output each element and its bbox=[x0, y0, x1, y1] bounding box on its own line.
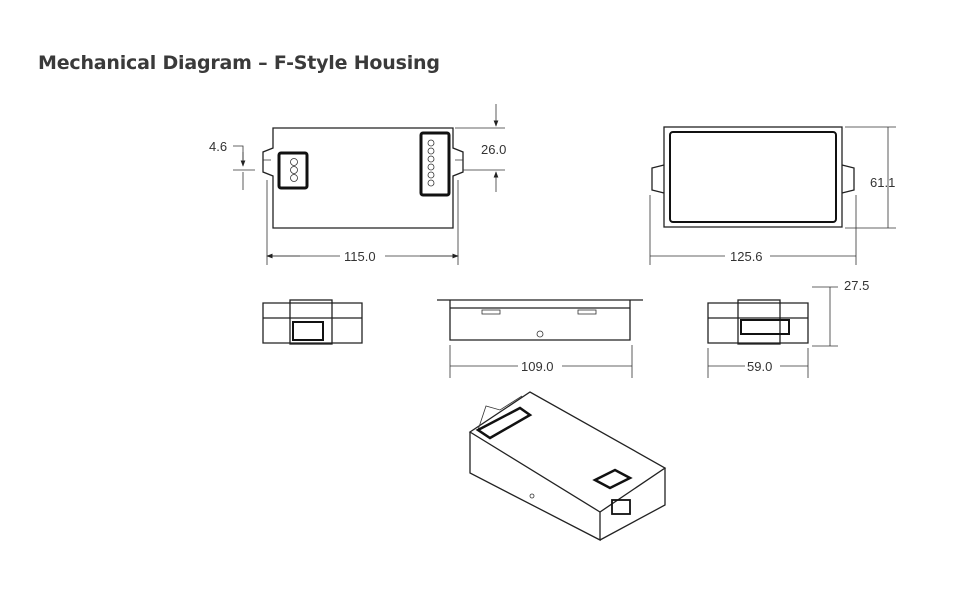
right-end-view: 59.0 27.5 bbox=[707, 278, 869, 378]
dim-top-length: 115.0 bbox=[344, 249, 376, 264]
left-end-view bbox=[262, 299, 363, 345]
dim-mount-slot: 4.6 bbox=[209, 139, 227, 154]
dim-side-depth: 27.5 bbox=[844, 278, 869, 293]
dim-side-length: 109.0 bbox=[521, 359, 554, 374]
dim-tab-offset: 26.0 bbox=[481, 142, 506, 157]
top-view: 4.6 26.0 115.0 bbox=[209, 104, 506, 265]
side-view: 109.0 bbox=[437, 299, 643, 378]
page-title: Mechanical Diagram – F-Style Housing bbox=[38, 52, 440, 74]
dim-height: 61.1 bbox=[870, 175, 895, 190]
dim-overall-length: 125.6 bbox=[730, 249, 763, 264]
isometric-view bbox=[468, 391, 667, 542]
front-view: 125.6 61.1 bbox=[649, 126, 896, 265]
dim-end-width: 59.0 bbox=[747, 359, 772, 374]
